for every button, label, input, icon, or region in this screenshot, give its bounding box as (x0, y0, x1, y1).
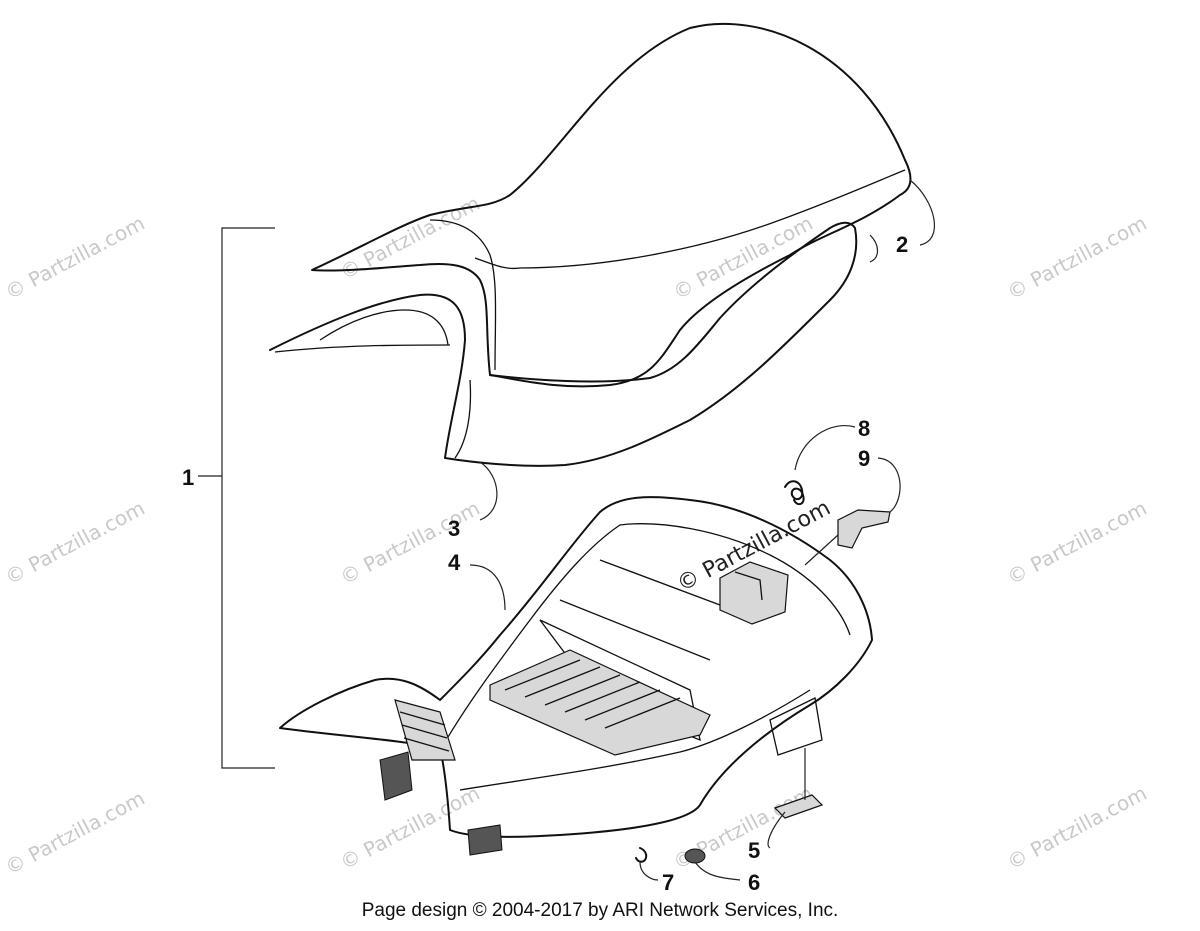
bracket-1 (221, 227, 275, 769)
watermark: © Partzilla.com (1003, 496, 1151, 590)
callout-4: 4 (448, 550, 461, 575)
watermark: © Partzilla.com (1003, 781, 1151, 875)
watermark: © Partzilla.com (1, 211, 149, 305)
small-parts (635, 480, 891, 864)
callout-1: 1 (182, 465, 194, 490)
pad (773, 794, 824, 819)
clip (635, 847, 648, 863)
grommet (684, 848, 706, 864)
seat-base (279, 496, 873, 856)
watermark: © Partzilla.com (336, 496, 484, 590)
callout-6: 6 (748, 870, 760, 895)
watermark: © Partzilla.com (669, 211, 817, 305)
watermark: © Partzilla.com (336, 781, 484, 875)
callout-labels: 1 2 3 4 5 6 7 8 9 (182, 232, 908, 895)
callout-9: 9 (858, 446, 870, 471)
callout-8: 8 (858, 416, 870, 441)
footer-copyright: Page design © 2004-2017 by ARI Network S… (361, 900, 839, 921)
callout-2: 2 (896, 232, 908, 257)
seat-cover (311, 22, 912, 388)
callout-5: 5 (748, 838, 760, 863)
callout-3: 3 (448, 516, 460, 541)
seat-cushion (269, 221, 858, 467)
watermark: © Partzilla.com (1, 496, 149, 590)
watermark: © Partzilla.com (1, 786, 149, 880)
spring (784, 480, 805, 506)
latch-hook (837, 509, 891, 549)
watermark-layer: © Partzilla.com © Partzilla.com © Partzi… (1, 191, 1151, 880)
callout-7: 7 (662, 870, 674, 895)
leaders (198, 179, 936, 881)
watermark: © Partzilla.com (1003, 211, 1151, 305)
